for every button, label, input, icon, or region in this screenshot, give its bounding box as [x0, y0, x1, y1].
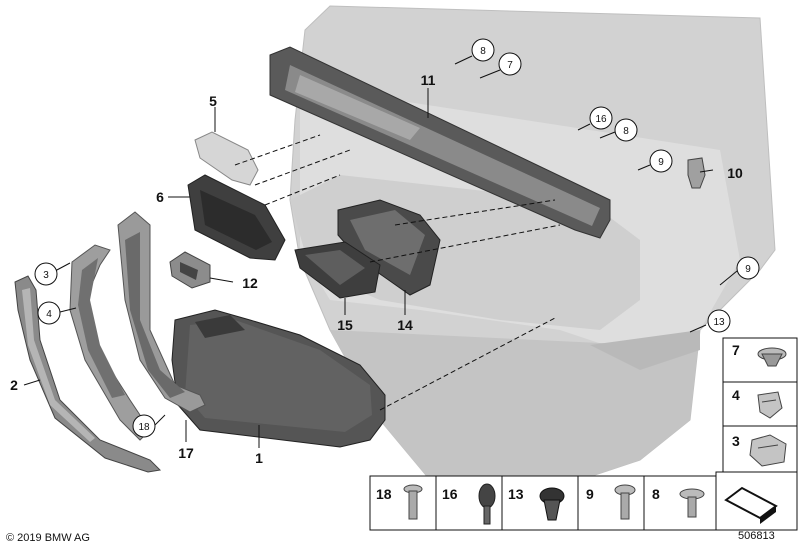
callout-10: 10 — [727, 165, 743, 181]
callout-11: 11 — [421, 72, 436, 88]
callout-6: 6 — [156, 189, 164, 205]
callout-17: 17 — [178, 445, 194, 461]
side-legend — [722, 337, 798, 473]
copyright-notice: © 2019 BMW AG — [6, 532, 90, 544]
diagram-number: 506813 — [738, 530, 775, 542]
door-handle-housing — [337, 199, 441, 296]
collar-screw-icon — [679, 488, 705, 518]
callout-16: 16 — [595, 114, 607, 125]
oval-head-screw-icon — [614, 484, 636, 520]
armrest — [171, 309, 386, 448]
clip-icon — [749, 434, 787, 467]
cover-part — [194, 131, 259, 186]
callout-13: 13 — [713, 317, 725, 328]
callout-8-top: 8 — [480, 46, 486, 57]
grab-handle-frame — [117, 211, 206, 413]
callout-3: 3 — [43, 270, 49, 281]
legend-bottom-label-18: 18 — [376, 486, 392, 502]
callout-9-upper: 9 — [658, 157, 664, 168]
side-trim-strip — [14, 275, 162, 473]
callout-7: 7 — [507, 60, 513, 71]
rivet-icon — [478, 483, 496, 525]
spring-nut-icon — [757, 391, 783, 419]
plastic-nut-icon — [757, 347, 787, 367]
circled-callouts — [34, 38, 760, 438]
legend-bottom-label-9: 9 — [586, 486, 594, 502]
legend-side-label-3: 3 — [732, 433, 740, 449]
dashed-leaders — [234, 134, 561, 411]
legend-bottom-label-8: 8 — [652, 486, 660, 502]
callout-8-mid: 8 — [623, 126, 629, 137]
callout-5: 5 — [209, 93, 217, 109]
callout-leaders — [23, 55, 738, 448]
clip-part — [687, 157, 706, 189]
callout-15: 15 — [337, 317, 353, 333]
callout-18: 18 — [138, 422, 150, 433]
legend-bottom-label-13: 13 — [508, 486, 524, 502]
bracket-part — [169, 251, 211, 289]
callout-2: 2 — [10, 377, 18, 393]
bottom-legend — [369, 471, 798, 531]
legend-side-label-4: 4 — [732, 387, 740, 403]
bracket-symbol-icon — [724, 486, 778, 524]
screw-icon — [403, 484, 423, 520]
callout-12: 12 — [242, 275, 258, 291]
callout-1: 1 — [255, 450, 263, 466]
legend-bottom-label-16: 16 — [442, 486, 458, 502]
callout-4: 4 — [46, 309, 52, 320]
callout-14: 14 — [397, 317, 413, 333]
cover-panel — [187, 174, 286, 261]
callout-9-lower: 9 — [745, 264, 751, 275]
expanding-rivet-icon — [539, 487, 565, 521]
upper-trim-strip — [269, 46, 611, 239]
legend-side-label-7: 7 — [732, 342, 740, 358]
storage-tray — [294, 241, 381, 299]
